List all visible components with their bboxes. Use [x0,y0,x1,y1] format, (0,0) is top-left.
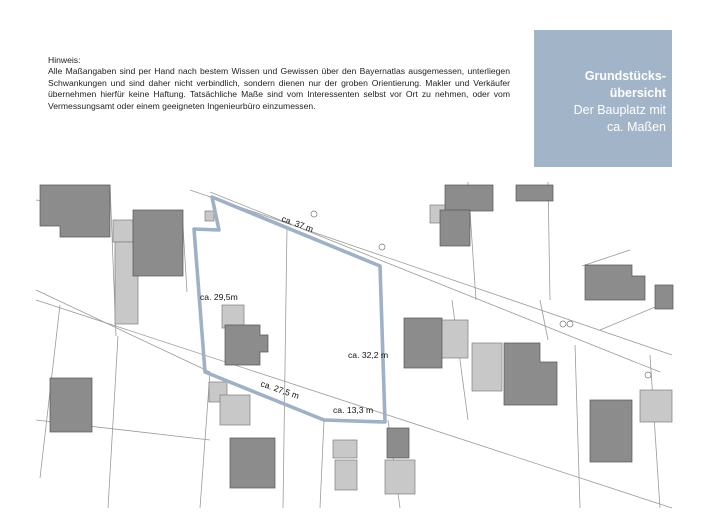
dark-buildings [39,184,674,489]
disclaimer-heading: Hinweis: [48,55,81,65]
label-right: ca. 32,2 m [348,350,388,360]
title-line-2: übersicht [609,86,666,100]
disclaimer-text: Alle Maßangaben sind per Hand nach beste… [48,66,510,111]
label-left: ca. 29,5m [200,292,238,302]
label-bottom-right: ca. 13,3 m [333,405,373,415]
title-line-3: Der Bauplatz mit [573,103,666,117]
title-box: Grundstücks- übersicht Der Bauplatz mit … [534,30,672,167]
title-line-4: ca. Maßen [606,120,666,134]
plot-outline [192,195,387,424]
disclaimer-block: Hinweis: Alle Maßangaben sind per Hand n… [48,55,510,112]
title-line-1: Grundstücks- [584,69,666,83]
survey-points [310,210,652,379]
